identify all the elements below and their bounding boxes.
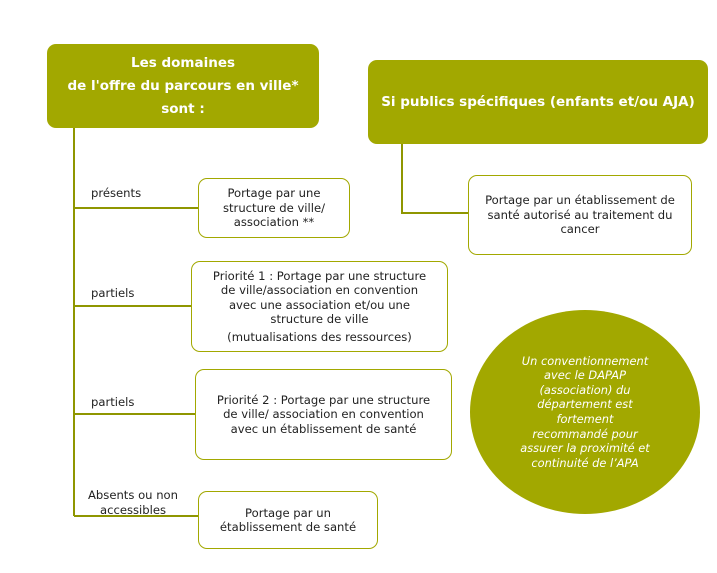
option-line: de ville/association en convention bbox=[220, 283, 419, 298]
option-box-specific-publics: Portage par un établissement de santé au… bbox=[468, 175, 692, 255]
left-trunk-connector bbox=[73, 128, 75, 516]
right-header-box: Si publics spécifiques (enfants et/ou AJ… bbox=[368, 60, 708, 144]
branch-label-absents: Absents ou non accessibles bbox=[83, 488, 183, 517]
right-horizontal-connector bbox=[401, 212, 469, 214]
option-line: avec une association et/ou une bbox=[228, 297, 411, 312]
branch-label-text: présents bbox=[91, 186, 142, 200]
option-box-presents: Portage par une structure de ville/ asso… bbox=[198, 178, 350, 238]
option-line: structure de ville/ bbox=[222, 200, 326, 215]
note-line: (association) du bbox=[539, 382, 631, 397]
note-line: continuité de l’APA bbox=[531, 455, 639, 470]
left-header-line-3: sont : bbox=[161, 100, 205, 117]
option-box-etablissement: Portage par un établissement de santé bbox=[198, 491, 378, 549]
option-line: avec un établissement de santé bbox=[230, 421, 417, 436]
left-header-box: Les domaines de l'offre du parcours en v… bbox=[47, 44, 319, 128]
note-line: fortement bbox=[556, 412, 614, 426]
branch-label-text: Absents ou non bbox=[88, 488, 178, 502]
note-line: avec le DAPAP bbox=[544, 368, 626, 383]
branch-connector-3 bbox=[74, 413, 195, 415]
option-note: (mutualisations des ressources) bbox=[227, 329, 412, 344]
recommendation-note-ellipse: Un conventionnement avec le DAPAP (assoc… bbox=[470, 310, 700, 514]
option-line: Portage par un établissement de bbox=[485, 193, 675, 208]
branch-label-text: accessibles bbox=[99, 502, 167, 517]
option-box-priority-1: Priorité 1 : Portage par une structure d… bbox=[191, 261, 448, 352]
note-line: assurer la proximité et bbox=[520, 441, 650, 456]
branch-connector-4 bbox=[74, 515, 198, 517]
branch-label-presents: présents bbox=[91, 186, 141, 201]
option-line: santé autorisé au traitement du bbox=[487, 207, 673, 222]
option-line: Portage par une bbox=[227, 186, 321, 201]
option-line: Priorité 2 : Portage par une structure bbox=[216, 392, 431, 407]
option-line: Priorité 1 : Portage par une structure bbox=[212, 268, 427, 283]
branch-label-text: partiels bbox=[91, 395, 135, 409]
branch-label-text: partiels bbox=[91, 286, 135, 300]
note-line: recommandé pour bbox=[532, 426, 638, 441]
note-line: Un conventionnement bbox=[521, 353, 649, 368]
note-line: département est bbox=[537, 397, 633, 412]
branch-connector-2 bbox=[74, 305, 191, 307]
branch-label-partiels-2: partiels bbox=[91, 395, 134, 410]
right-vertical-connector bbox=[401, 144, 403, 213]
option-line: structure de ville bbox=[270, 312, 369, 327]
option-line: établissement de santé bbox=[219, 520, 357, 534]
branch-label-partiels-1: partiels bbox=[91, 286, 134, 301]
right-header-text: Si publics spécifiques (enfants et/ou AJ… bbox=[381, 93, 695, 110]
option-line: de ville/ association en convention bbox=[223, 407, 424, 422]
option-line: Portage par un bbox=[245, 505, 331, 520]
option-box-priority-2: Priorité 2 : Portage par une structure d… bbox=[195, 369, 452, 460]
option-line: association ** bbox=[233, 215, 315, 230]
branch-connector-1 bbox=[74, 207, 198, 209]
left-header-line-1: Les domaines bbox=[130, 54, 236, 71]
left-header-line-2: de l'offre du parcours en ville* bbox=[67, 77, 299, 94]
option-line: cancer bbox=[560, 222, 600, 237]
